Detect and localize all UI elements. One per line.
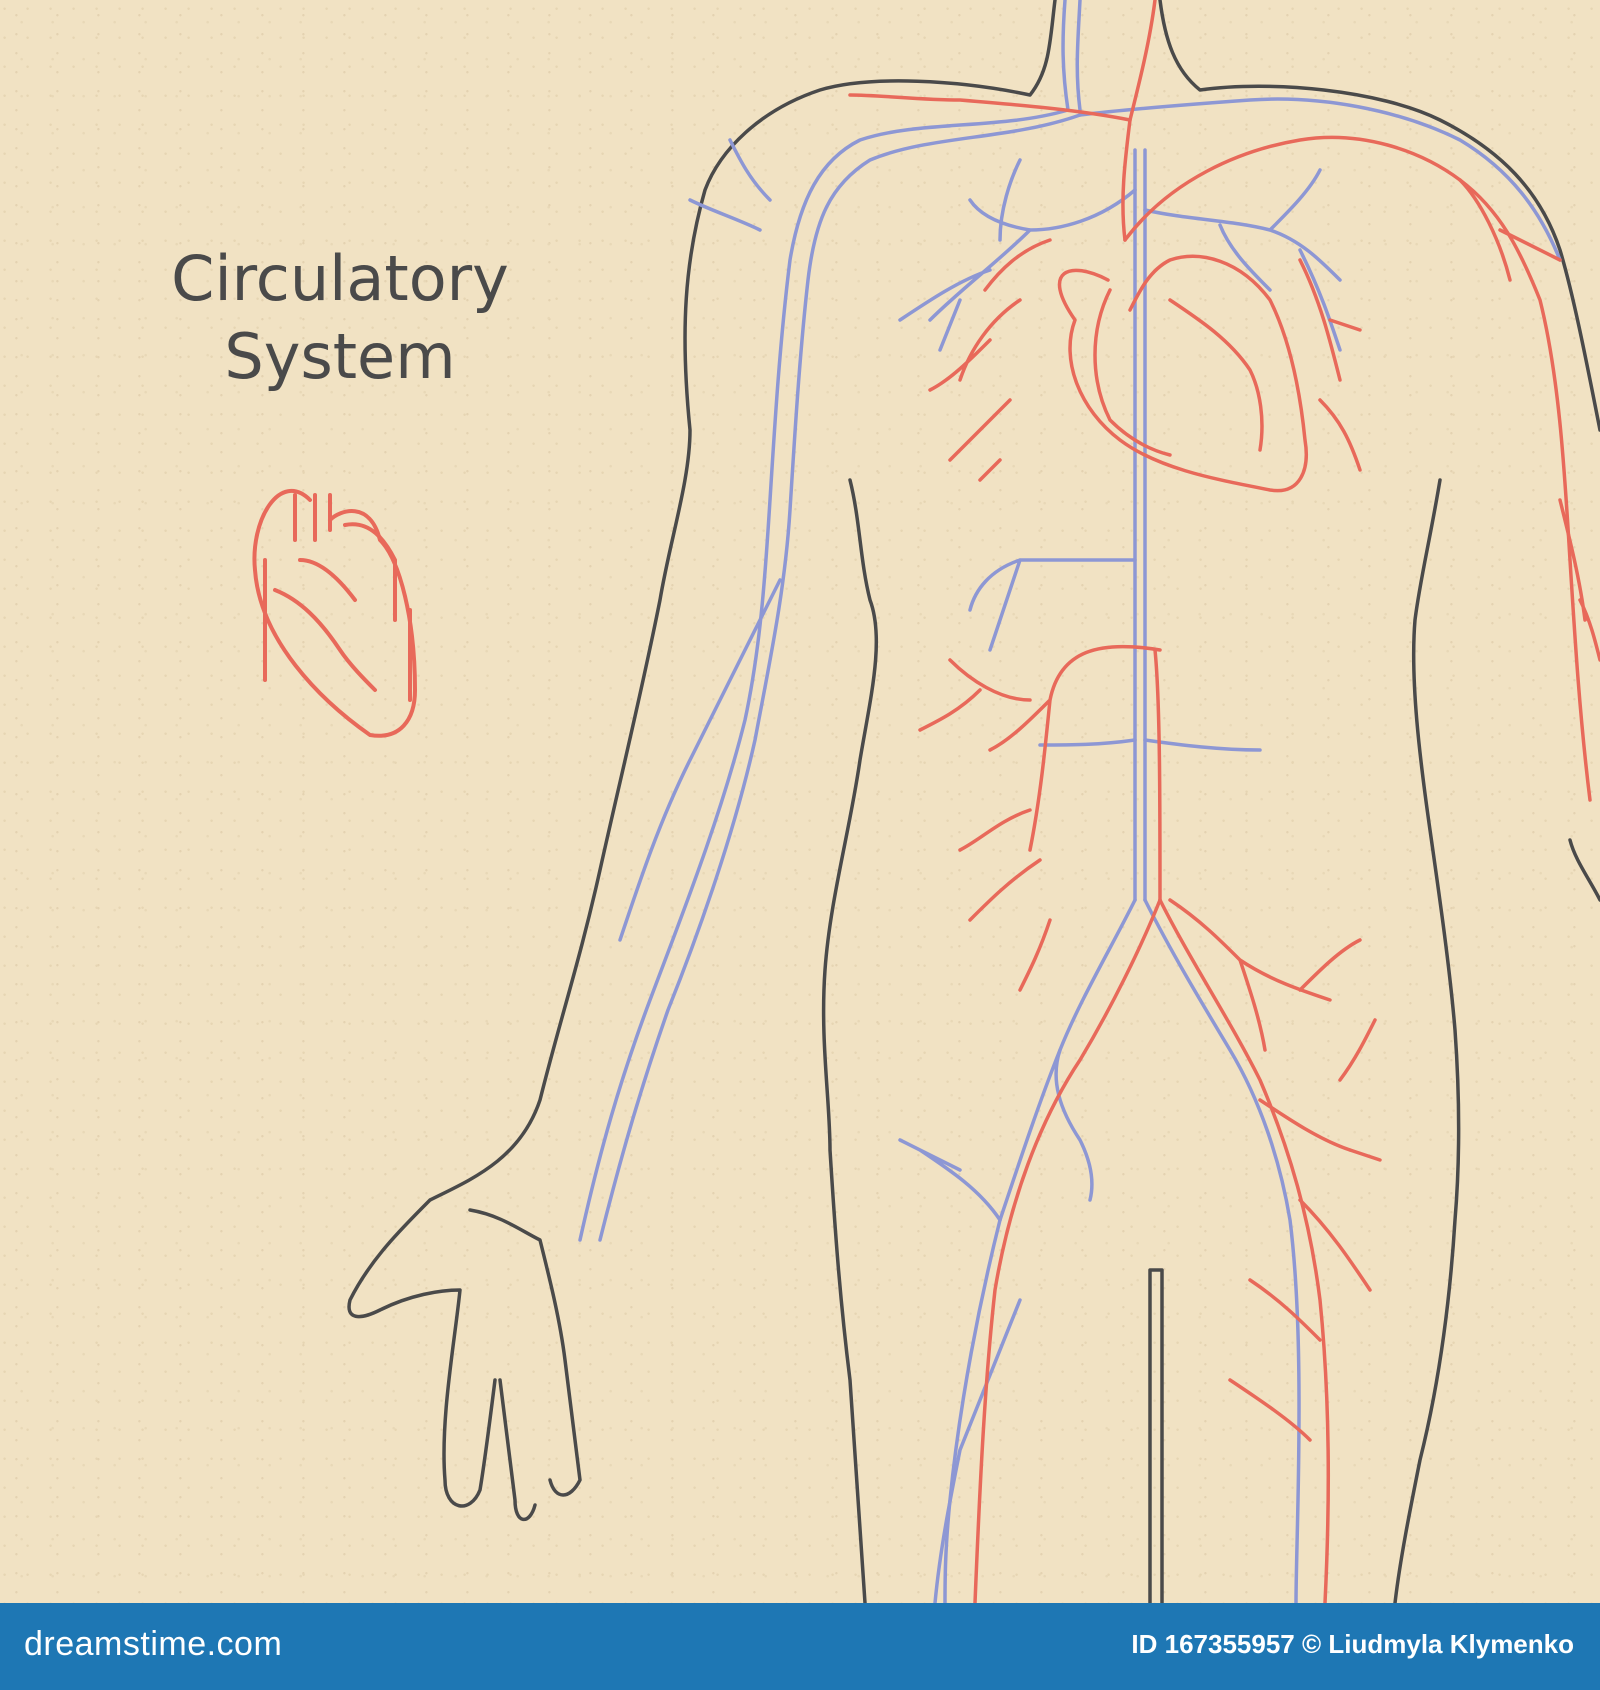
veins xyxy=(578,0,1562,1603)
arteries xyxy=(848,0,1600,1603)
body-outline xyxy=(347,0,1600,1603)
heart-icon xyxy=(252,489,417,738)
watermark-footer: dreamstime.com ID 167355957 © Liudmyla K… xyxy=(0,1603,1600,1690)
title-line-1: Circulatory xyxy=(171,242,509,315)
title-line-2: System xyxy=(224,320,456,393)
diagram-title: Circulatory System xyxy=(140,240,540,396)
footer-credit: ID 167355957 © Liudmyla Klymenko xyxy=(1131,1629,1574,1659)
circulatory-diagram xyxy=(252,0,1600,1603)
footer-brand: dreamstime.com xyxy=(24,1625,283,1663)
